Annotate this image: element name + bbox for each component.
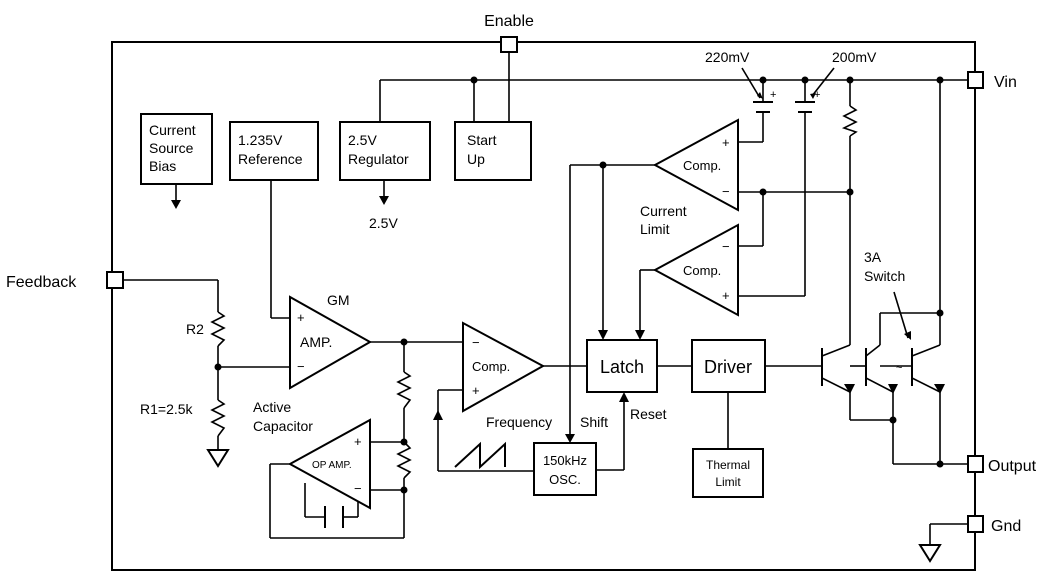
current-source-bias-block: Current Source Bias [140,113,213,185]
svg-text:Up: Up [467,151,485,167]
arrowheads [171,196,945,443]
svg-text:Bias: Bias [149,158,176,174]
svg-text:+: + [722,288,730,303]
gnd-pin-ground-symbol [918,544,942,563]
svg-text:150kHz: 150kHz [543,453,587,468]
switch-label: 3A Switch [864,249,911,340]
svg-text:OP AMP.: OP AMP. [312,460,352,471]
svg-text:Current: Current [640,203,687,219]
svg-text:+: + [297,310,305,325]
svg-text:Reference: Reference [238,151,303,167]
svg-text:Comp.: Comp. [683,158,721,173]
svg-text:Limit: Limit [715,475,741,489]
active-capacitor-symbol [324,506,344,528]
svg-text:Capacitor: Capacitor [253,418,313,434]
resistor-op-feedback [396,441,412,479]
svg-text:+: + [472,383,480,398]
svg-text:Driver: Driver [704,357,752,377]
frequency-label: Frequency [486,414,552,430]
pin-enable: Enable [484,13,534,53]
current-limit-comparator-mid: − + Comp. [652,223,739,317]
svg-text:Comp.: Comp. [472,359,510,374]
sawtooth-waveform [454,441,506,470]
pin-gnd: Gnd [967,515,1021,535]
svg-text:Gnd: Gnd [991,518,1021,535]
wires [123,52,968,545]
svg-text:Output: Output [988,458,1037,475]
svg-text:200mV: 200mV [832,49,877,65]
active-capacitor-label: Active Capacitor [253,399,313,434]
regulator-output-label: 2.5V [369,215,398,231]
svg-text:R2: R2 [186,321,204,337]
source-200mv: + 200mV [795,49,877,113]
op-amp: + − OP AMP. [287,418,371,510]
svg-text:Feedback: Feedback [6,274,77,291]
svg-text:Start: Start [467,132,497,148]
driver-block: Driver [691,339,766,393]
pin-output: Output [967,455,1037,475]
start-up-block: Start Up [454,121,532,181]
svg-text:−: − [472,335,480,350]
svg-text:1.235V: 1.235V [238,132,283,148]
source-220mv: + 220mV [705,49,776,113]
svg-text:Enable: Enable [484,13,534,30]
svg-text:Latch: Latch [600,357,644,377]
main-comparator: − + Comp. [462,321,546,413]
resistor-r1: R1=2.5k [140,399,226,437]
switch-transistors: ~ [821,344,941,393]
ic-outline [111,41,976,571]
svg-text:~: ~ [896,362,902,374]
regulator-block: 2.5V Regulator [339,121,431,181]
svg-text:+: + [814,89,820,101]
svg-text:OSC.: OSC. [549,472,581,487]
svg-text:+: + [770,89,776,101]
resistor-gm-load [396,371,412,409]
gm-amplifier: + − AMP. GM [289,292,373,390]
svg-text:−: − [354,481,362,496]
svg-text:AMP.: AMP. [300,334,332,350]
svg-text:R1=2.5k: R1=2.5k [140,401,194,417]
svg-text:Source: Source [149,140,194,156]
svg-text:Switch: Switch [864,268,905,284]
svg-text:Current: Current [149,122,196,138]
svg-text:Comp.: Comp. [683,263,721,278]
resistor-sense [841,105,858,137]
thermal-limit-block: Thermal Limit [692,448,764,498]
svg-text:3A: 3A [864,249,882,265]
svg-text:Active: Active [253,399,291,415]
junctions [214,76,944,494]
feedback-ground-symbol [206,449,230,468]
svg-text:+: + [354,434,362,449]
svg-text:Regulator: Regulator [348,151,409,167]
svg-text:+: + [722,135,730,150]
current-limit-comparator-top: + − Comp. [652,118,739,212]
latch-block: Latch [586,339,658,393]
svg-text:−: − [722,239,730,254]
svg-text:Thermal: Thermal [706,458,750,472]
reset-label: Reset [630,406,667,422]
svg-text:−: − [297,359,305,374]
pin-vin: Vin [967,71,1017,91]
pin-feedback: Feedback [6,271,124,291]
reference-block: 1.235V Reference [229,121,319,181]
oscillator-block: 150kHz OSC. [533,442,597,496]
svg-text:GM: GM [327,292,350,308]
svg-text:220mV: 220mV [705,49,750,65]
svg-text:Vin: Vin [994,74,1017,91]
svg-text:Limit: Limit [640,221,670,237]
svg-text:−: − [722,184,730,199]
resistor-r2: R2 [186,311,226,347]
shift-label: Shift [580,414,608,430]
current-limit-label: Current Limit [640,203,687,237]
svg-text:2.5V: 2.5V [348,132,377,148]
